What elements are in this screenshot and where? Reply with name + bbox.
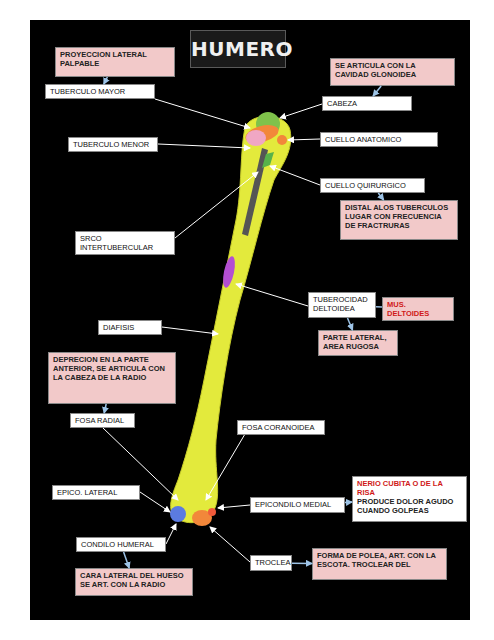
note-box: SE ARTICULA CON LA CAVIDAD GLONOIDEA bbox=[330, 58, 455, 86]
leader-line bbox=[210, 527, 250, 562]
label-box: FOSA CORANOIDEA bbox=[237, 420, 325, 435]
label-text: SE ARTICULA CON LA CAVIDAD GLONOIDEA bbox=[335, 61, 450, 79]
label-box: CABEZA bbox=[322, 96, 412, 111]
connector-arrow bbox=[124, 552, 130, 568]
leader-line bbox=[288, 139, 320, 140]
label-box: NERIO CUBITA O DE LA RISAPRODUCE DOLOR A… bbox=[352, 476, 467, 522]
label-text: CABEZA bbox=[327, 99, 407, 108]
label-text: PARTE LATERAL, AREA RUGOSA bbox=[323, 333, 393, 351]
connector-arrow bbox=[378, 193, 383, 200]
label-text: CUELLO ANATOMICO bbox=[325, 135, 433, 144]
label-box: CUELLO QUIRURGICO bbox=[320, 178, 425, 193]
label-box: FOSA RADIAL bbox=[70, 413, 135, 428]
black-panel bbox=[30, 20, 470, 620]
note-box: MUS. DELTOIDES bbox=[382, 297, 454, 321]
connector-arrow bbox=[347, 318, 352, 330]
label-text: EPICO. LATERAL bbox=[57, 488, 135, 497]
note-box: FORMA DE POLEA, ART. CON LA ESCOTA. TROC… bbox=[312, 548, 447, 580]
label-text: DIAFISIS bbox=[103, 323, 157, 332]
label-box: TUBEROCIDAD DELTOIDEA bbox=[308, 292, 376, 318]
medial-epicondyle bbox=[208, 508, 216, 516]
label-text: CARA LATERAL DEL HUESO SE ART. CON LA RA… bbox=[80, 571, 188, 589]
label-box: SRCO INTERTUBERCULAR bbox=[75, 231, 175, 255]
leader-line bbox=[158, 144, 250, 148]
note-box: PROYECCION LATERAL PALPABLE bbox=[55, 47, 175, 77]
label-box: CUELLO ANATOMICO bbox=[320, 132, 438, 147]
label-text: FOSA CORANOIDEA bbox=[242, 423, 320, 432]
label-box: EPICONDILO MEDIAL bbox=[250, 497, 345, 513]
label-text: CUELLO QUIRURGICO bbox=[325, 181, 420, 190]
leader-line bbox=[236, 284, 308, 306]
label-text: DISTAL ALOS TUBERCULOS LUGAR CON FRECUEN… bbox=[345, 203, 453, 230]
capitulum bbox=[170, 506, 186, 522]
label-box: TROCLEA bbox=[250, 555, 292, 571]
humerus-shaft bbox=[171, 116, 291, 522]
label-box: DIAFISIS bbox=[98, 320, 162, 335]
leader-line bbox=[155, 99, 250, 128]
label-text: TUBERCULO MAYOR bbox=[50, 87, 150, 96]
label-text: MUS. DELTOIDES bbox=[387, 300, 449, 318]
title-box: HUMERO bbox=[190, 30, 286, 68]
leader-line bbox=[140, 492, 170, 512]
leader-line bbox=[162, 327, 218, 334]
note-box: DEPRECION EN LA PARTE ANTERIOR, SE ARTIC… bbox=[48, 352, 176, 404]
connector-arrow bbox=[104, 77, 108, 84]
lesser-tubercle bbox=[246, 130, 266, 146]
leader-line bbox=[206, 434, 245, 500]
label-text: CONDILO HUMERAL bbox=[81, 540, 161, 549]
leader-line bbox=[166, 524, 176, 544]
label-box: TUBERCULO MENOR bbox=[68, 137, 158, 152]
surgical-neck bbox=[262, 152, 274, 168]
leader-line bbox=[280, 104, 322, 118]
label-box: EPICO. LATERAL bbox=[52, 485, 140, 500]
label-box: CONDILO HUMERAL bbox=[76, 537, 166, 552]
label-text: PROYECCION LATERAL PALPABLE bbox=[60, 50, 170, 68]
deltoid-tuberosity bbox=[221, 255, 237, 288]
note-box: PARTE LATERAL, AREA RUGOSA bbox=[318, 330, 398, 356]
leader-line bbox=[175, 172, 258, 238]
label-text: PRODUCE DOLOR AGUDO CUANDO GOLPEAS bbox=[357, 497, 462, 515]
note-box: CARA LATERAL DEL HUESO SE ART. CON LA RA… bbox=[75, 568, 193, 596]
connector-arrow bbox=[345, 501, 352, 503]
label-text: TUBEROCIDAD DELTOIDEA bbox=[313, 295, 371, 313]
label-text: EPICONDILO MEDIAL bbox=[255, 500, 340, 509]
connector-arrow bbox=[376, 306, 382, 308]
label-text: TUBERCULO MENOR bbox=[73, 140, 153, 149]
connector-arrow bbox=[104, 404, 106, 413]
label-text: DEPRECION EN LA PARTE ANTERIOR, SE ARTIC… bbox=[53, 355, 171, 382]
anatomical-neck bbox=[244, 122, 281, 146]
leader-line bbox=[270, 166, 320, 185]
label-text: FOSA RADIAL bbox=[75, 416, 130, 425]
label-text: SRCO INTERTUBERCULAR bbox=[80, 234, 170, 252]
label-text: FORMA DE POLEA, ART. CON LA ESCOTA. TROC… bbox=[317, 551, 442, 569]
label-text: NERIO CUBITA O DE LA RISA bbox=[357, 479, 462, 497]
connector-arrow bbox=[373, 86, 381, 96]
connector-arrow bbox=[292, 562, 312, 564]
label-box: TUBERCULO MAYOR bbox=[45, 84, 155, 99]
note-box: DISTAL ALOS TUBERCULOS LUGAR CON FRECUEN… bbox=[340, 200, 458, 240]
leader-line bbox=[218, 505, 250, 508]
greater-tubercle bbox=[277, 135, 287, 145]
label-text: TROCLEA bbox=[255, 558, 287, 567]
